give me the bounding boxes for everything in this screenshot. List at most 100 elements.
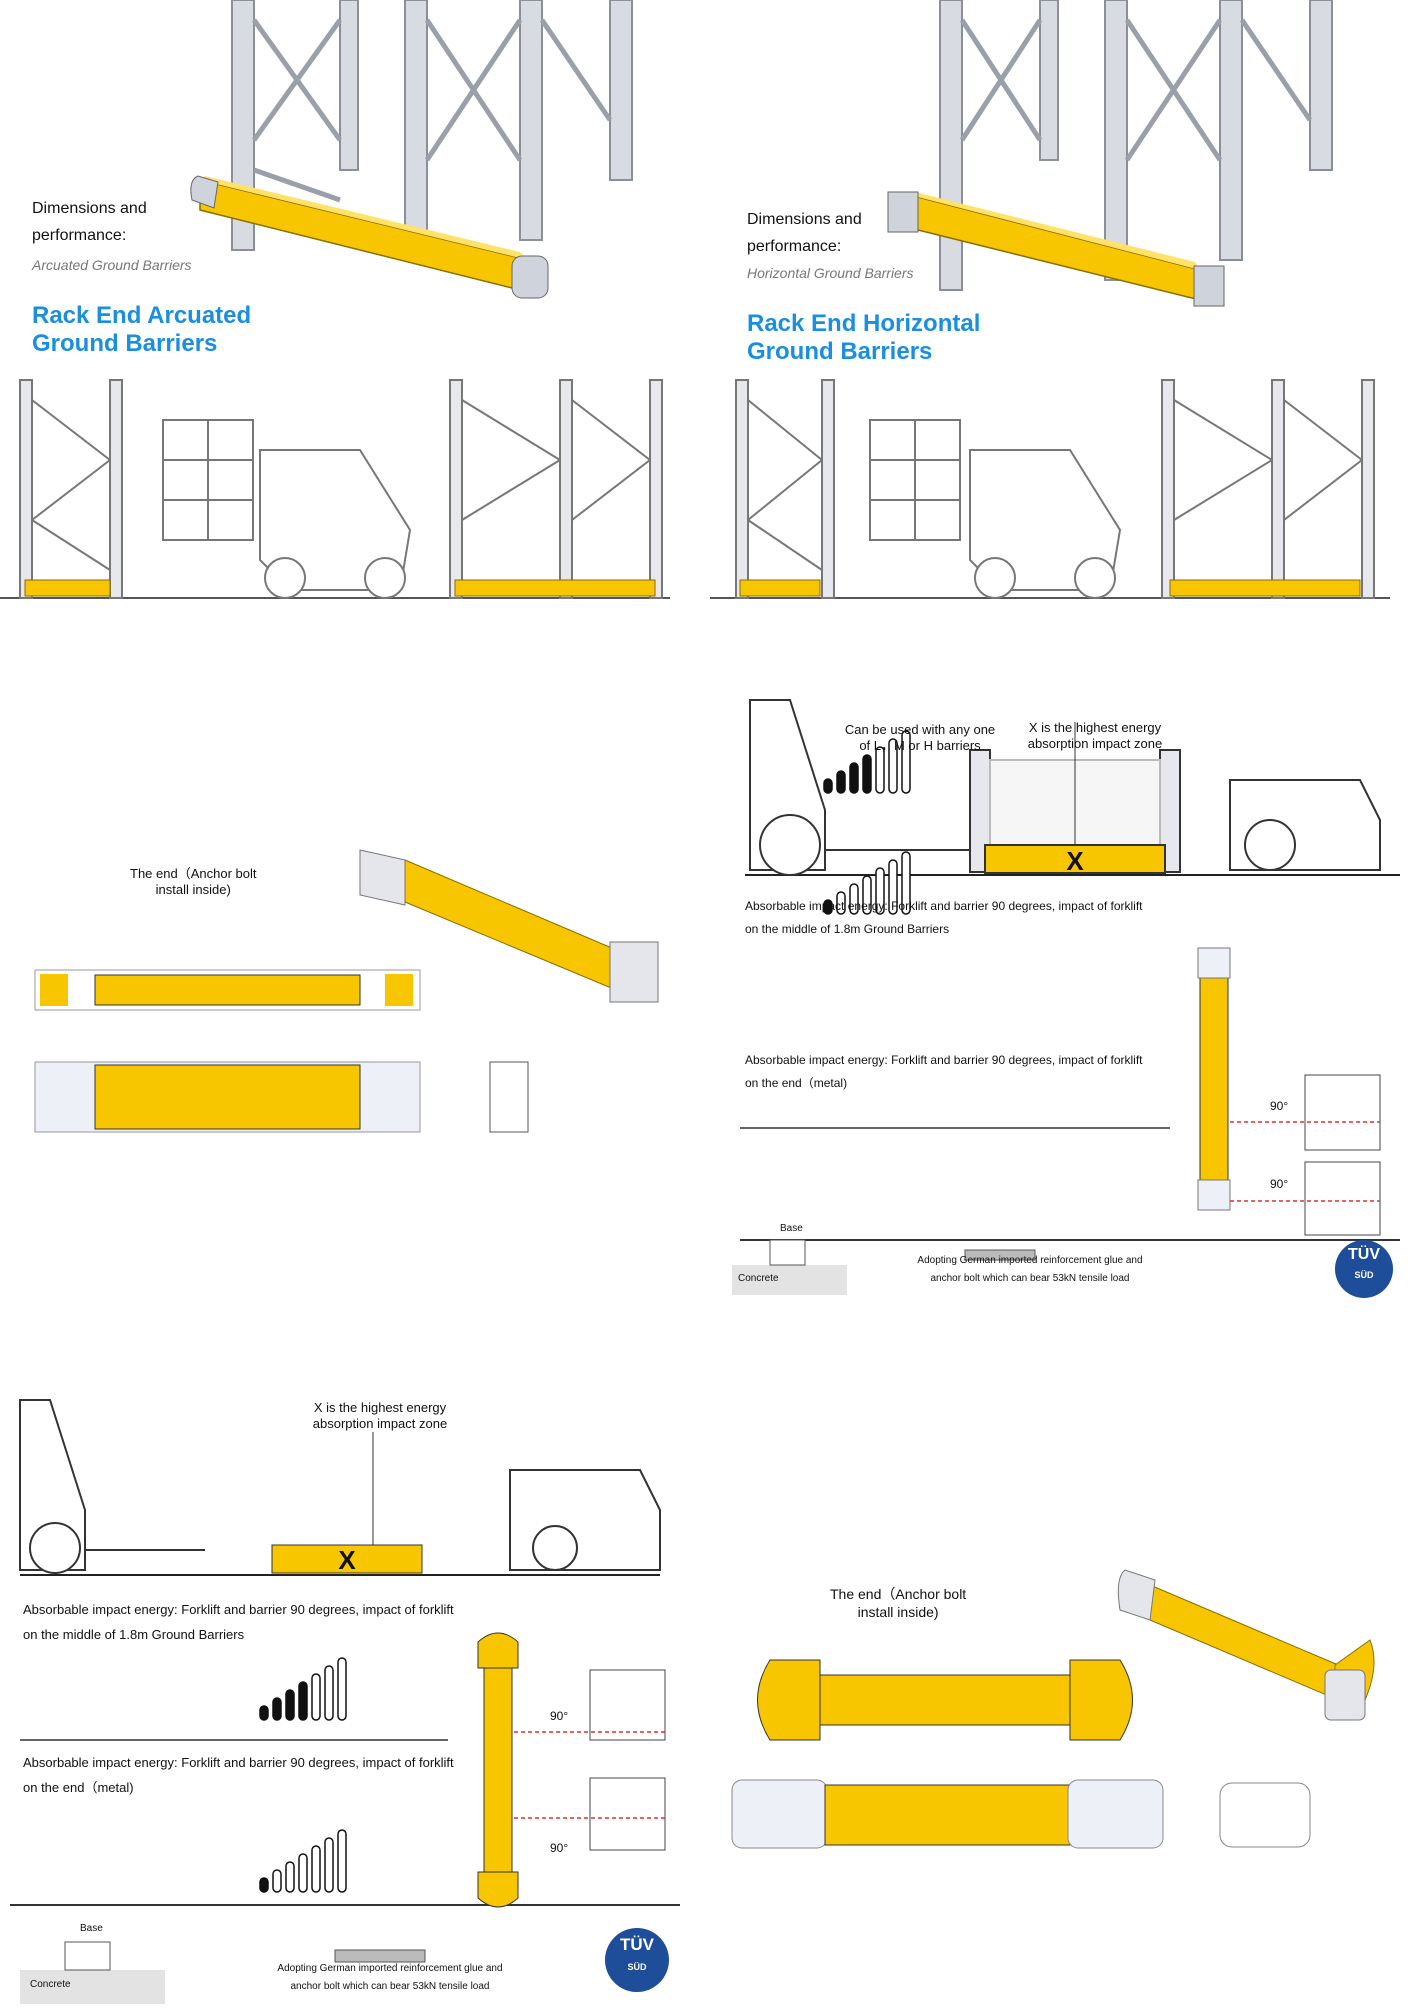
energy-middle-line-2: on the middle of 1.8m Ground Barriers [745, 922, 950, 936]
barrier-isometric [1117, 1569, 1375, 1721]
x-zone-note: X is the highest energy absorption impac… [1015, 720, 1175, 752]
anchor-line-1: Adopting German imported reinforcement g… [917, 1255, 1143, 1266]
anchor-note: Adopting German imported reinforcement g… [880, 1252, 1180, 1288]
energy-bar [259, 1705, 269, 1721]
panel-title: Rack End Arcuated Ground Barriers [32, 302, 251, 358]
energy-bar [901, 851, 911, 915]
subtitle: Arcuated Ground Barriers [32, 257, 192, 273]
panel-horizontal: Dimensions and performance: Horizontal G… [710, 0, 1410, 610]
energy-level-end [823, 851, 911, 915]
base-label: Base [780, 1223, 803, 1234]
subtitle: Horizontal Ground Barriers [747, 265, 914, 281]
tuv-text: TÜV [620, 1935, 654, 1954]
barrier-isometric [359, 849, 659, 1003]
dimensions-label: Dimensions and performance: [32, 195, 147, 249]
rack-illustration [0, 0, 670, 599]
energy-end-line-2: on the end（metal) [23, 1780, 134, 1795]
energy-bar [324, 1665, 334, 1721]
anchor-note: Adopting German imported reinforcement g… [230, 1960, 550, 1996]
energy-bar [337, 1657, 347, 1721]
end-label-line-2: install inside) [155, 882, 231, 897]
energy-level-middle [259, 1657, 347, 1721]
energy-end-line-1: Absorbable impact energy: Forklift and b… [23, 1755, 454, 1770]
x-zone-line-1: X is the highest energy [1028, 720, 1162, 735]
base-label: Base [80, 1923, 103, 1934]
tuv-sub: SÜD [1354, 1270, 1374, 1280]
warehouse-scene [0, 379, 670, 599]
panel-arcuated: Dimensions and performance: Arcuated Gro… [0, 0, 690, 610]
energy-middle-note: Absorbable impact energy: Forklift and b… [745, 898, 1143, 937]
end-label-line-1: The end（Anchor bolt [830, 1586, 967, 1602]
tuv-text: TÜV [1348, 1246, 1380, 1263]
horizontal-barrier-image [887, 191, 1225, 307]
title-line-1: Rack End Horizontal [747, 310, 981, 337]
energy-bar [823, 899, 833, 915]
angle-top: 90° [1270, 1099, 1289, 1113]
dim-line-1: Dimensions and [747, 211, 862, 228]
anchor-line-2: anchor bolt which can bear 53kN tensile … [930, 1273, 1130, 1284]
end-label: The end（Anchor bolt install inside) [130, 866, 256, 898]
title-line-2: Ground Barriers [747, 338, 933, 365]
angle-top: 90° [550, 1709, 569, 1723]
energy-bar [901, 730, 911, 794]
dimensions-label: Dimensions and performance: [747, 206, 862, 260]
panel-impact-a: X Can be used with any one of L，M or H b… [730, 680, 1410, 1300]
panel-title: Rack End Horizontal Ground Barriers [747, 310, 980, 366]
title-line-2: Ground Barriers [32, 330, 218, 357]
energy-bar [285, 1861, 295, 1893]
impact-scene-a: X [732, 699, 1400, 1295]
anchor-line-2: anchor bolt which can bear 53kN tensile … [290, 1981, 490, 1992]
energy-bar [836, 770, 846, 794]
energy-middle-line-1: Absorbable impact energy: Forklift and b… [745, 899, 1143, 913]
angle-bottom: 90° [550, 1841, 569, 1855]
svg-text:X: X [1066, 846, 1084, 876]
panel-arcuated-views: The end（Anchor bolt install inside) [710, 1380, 1410, 2009]
energy-bar [272, 1697, 282, 1721]
energy-bar [337, 1829, 347, 1893]
usage-line-2: of L，M or H barriers [859, 738, 981, 753]
tuv-sub: SÜD [627, 1962, 647, 1972]
energy-bar [311, 1673, 321, 1721]
energy-bar [324, 1837, 334, 1893]
horizontal-barrier-views [34, 849, 659, 1133]
energy-bar [849, 883, 859, 915]
energy-bar [311, 1845, 321, 1893]
energy-end-note: Absorbable impact energy: Forklift and b… [745, 1052, 1143, 1091]
dim-line-2: performance: [747, 238, 842, 255]
energy-bar [888, 859, 898, 915]
barrier-front-view [34, 1061, 529, 1133]
x-zone-line-1: X is the highest energy [313, 1400, 447, 1415]
energy-middle-note: Absorbable impact energy: Forklift and b… [23, 1602, 454, 1643]
energy-end-note: Absorbable impact energy: Forklift and b… [23, 1755, 454, 1796]
energy-middle-line-1: Absorbable impact energy: Forklift and b… [23, 1602, 454, 1617]
concrete-label: Concrete [30, 1979, 71, 1990]
energy-bar [259, 1877, 269, 1893]
rack-illustration [710, 0, 1390, 599]
energy-bar [272, 1869, 282, 1893]
usage-note: Can be used with any one of L，M or H bar… [820, 722, 1020, 754]
energy-bar [888, 738, 898, 794]
energy-bar [875, 746, 885, 794]
energy-bar [849, 762, 859, 794]
dim-line-2: performance: [32, 227, 127, 244]
end-label-line-2: install inside) [857, 1604, 939, 1620]
energy-bar [298, 1681, 308, 1721]
energy-bar [285, 1689, 295, 1721]
tuv-logo: TÜV SÜD [605, 1928, 669, 1992]
end-label: The end（Anchor bolt install inside) [830, 1585, 966, 1621]
end-label-line-1: The end（Anchor bolt [130, 866, 257, 881]
svg-text:X: X [338, 1545, 356, 1575]
concrete-label: Concrete [738, 1273, 779, 1284]
energy-bar [862, 875, 872, 915]
arcuated-barrier-image [190, 175, 549, 299]
energy-bar [836, 891, 846, 915]
dim-line-1: Dimensions and [32, 200, 147, 217]
energy-bar [823, 778, 833, 794]
angle-bottom: 90° [1270, 1177, 1289, 1191]
panel-horizontal-views: The end（Anchor bolt install inside) [0, 680, 700, 1300]
energy-end-line-1: Absorbable impact energy: Forklift and b… [745, 1053, 1143, 1067]
x-zone-note: X is the highest energy absorption impac… [300, 1400, 460, 1432]
tuv-logo: TÜV SÜD [1335, 1240, 1393, 1298]
title-line-1: Rack End Arcuated [32, 302, 252, 329]
energy-bar [298, 1853, 308, 1893]
